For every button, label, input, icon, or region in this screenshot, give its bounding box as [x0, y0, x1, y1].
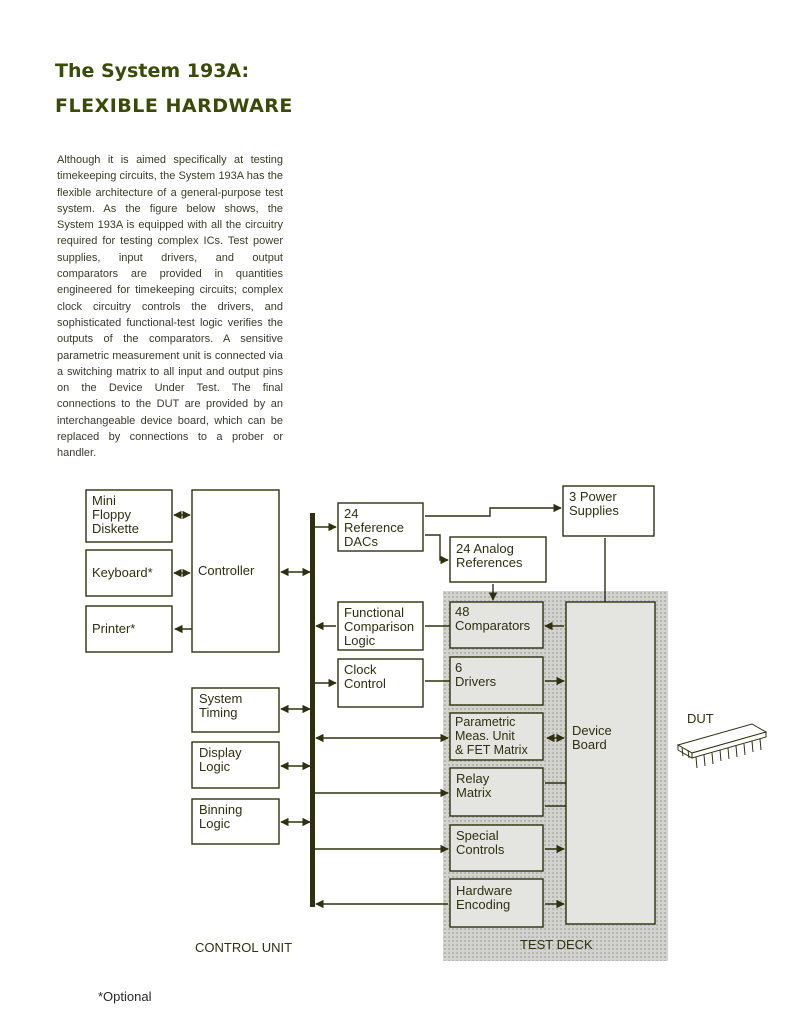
main-bus: [310, 513, 315, 907]
relay-matrix-block: [449, 767, 544, 817]
heading-line1: The System 193A:: [55, 60, 250, 82]
floppy-block: [85, 489, 173, 543]
keyboard-block: [85, 549, 173, 597]
test-deck-label: TEST DECK: [520, 937, 593, 952]
keyboard-label: Keyboard*: [92, 565, 153, 580]
power-supplies-block: [562, 485, 655, 537]
dut-label: DUT: [687, 711, 714, 726]
heading-line2: FLEXIBLE HARDWARE: [55, 95, 293, 117]
control-unit-label: CONTROL UNIT: [195, 940, 292, 955]
system-timing-block: [191, 687, 280, 733]
drivers-block: [449, 656, 544, 706]
device-board-block: [565, 601, 656, 925]
dut-chip-icon: [676, 723, 768, 769]
footnote: *Optional: [98, 989, 152, 1004]
body-paragraph: Although it is aimed specifically at tes…: [57, 154, 283, 460]
hw-encoding-block: [449, 878, 544, 928]
clock-control-block: [337, 658, 424, 708]
printer-label: Printer*: [92, 621, 135, 636]
pmu-block: [449, 712, 544, 761]
ref-dacs-block: [337, 502, 424, 552]
special-controls-block: [449, 824, 544, 872]
analog-refs-block: [449, 536, 547, 583]
comparators-block: [449, 601, 544, 649]
display-logic-block: [191, 741, 280, 789]
controller-block: [191, 489, 280, 653]
functional-logic-block: [337, 601, 424, 651]
controller-label: Controller: [198, 563, 255, 578]
dacs-power-link: [425, 503, 562, 517]
dacs-analog-link: [425, 534, 449, 565]
binning-logic-block: [191, 798, 280, 845]
printer-block: [85, 605, 173, 653]
